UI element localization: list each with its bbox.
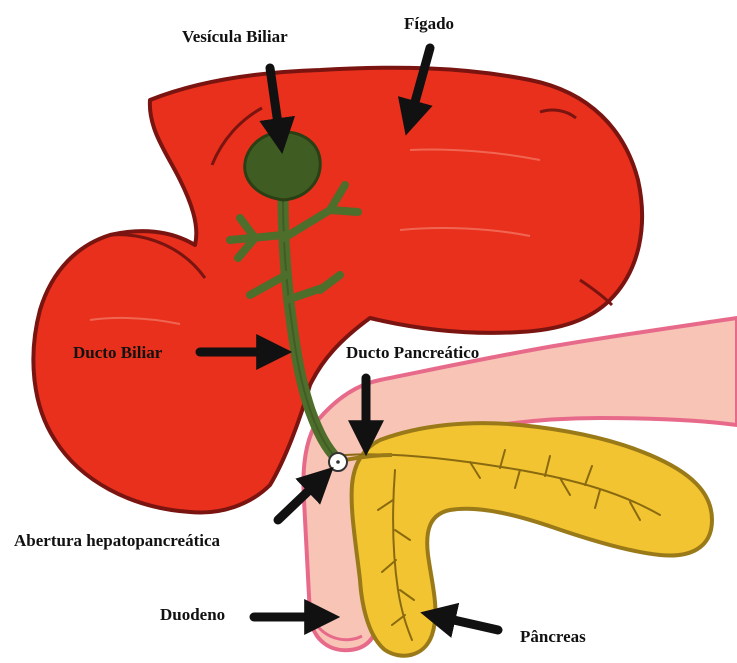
gallbladder [245, 132, 320, 200]
arrow-icon-pancreas [436, 616, 498, 630]
label-liver: Fígado [404, 15, 454, 32]
label-pancreas: Pâncreas [520, 628, 586, 645]
label-bile-duct: Ducto Biliar [73, 344, 162, 361]
ampulla-dot [336, 460, 340, 464]
label-duodenum: Duodeno [160, 606, 225, 623]
label-pancreatic-duct: Ducto Pancreático [346, 344, 479, 361]
label-gallbladder: Vesícula Biliar [182, 28, 288, 45]
label-ampulla: Abertura hepatopancreática [14, 532, 220, 549]
